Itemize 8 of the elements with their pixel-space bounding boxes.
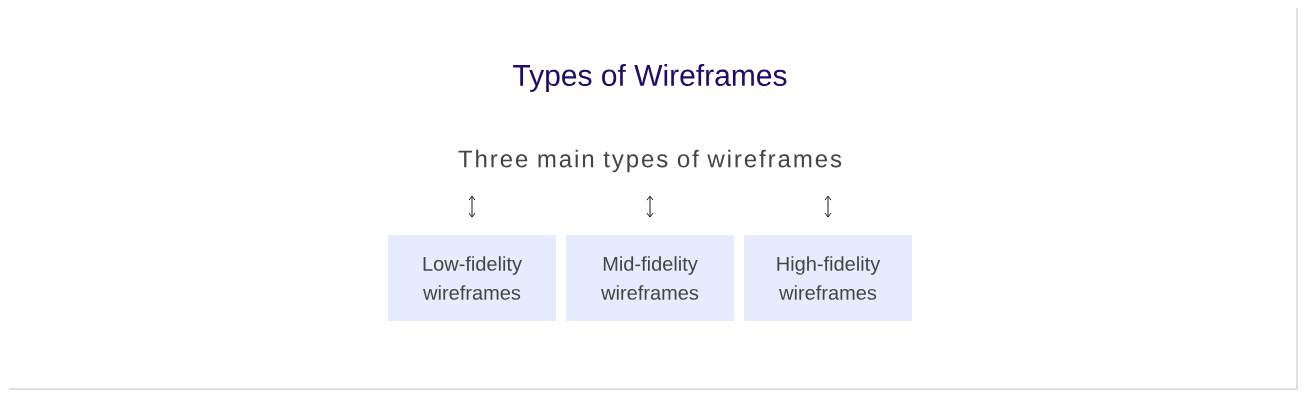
type-box: Low-fidelity wireframes	[388, 235, 556, 321]
type-box: Mid-fidelity wireframes	[566, 235, 734, 321]
arrow	[646, 195, 654, 218]
heading: Three main types of wireframes	[458, 149, 842, 173]
title: Types of Wireframes	[513, 64, 787, 92]
arrow	[468, 195, 476, 218]
arrow	[824, 195, 832, 218]
type-box: High-fidelity wireframes	[744, 235, 912, 321]
